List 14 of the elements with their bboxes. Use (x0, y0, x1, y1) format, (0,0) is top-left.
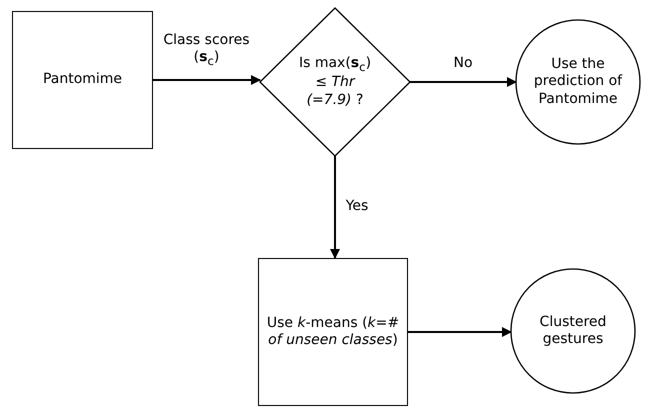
decision-diamond (260, 8, 410, 156)
arrow (408, 327, 512, 337)
node-text: Is max(s$_{c}$) ≤ Thr (=7.9) ? (298, 54, 372, 110)
node-text: Use k-means (k=# of unseen classes) (266, 314, 400, 350)
arrow (330, 156, 340, 259)
arrow (153, 75, 261, 85)
process-box (12, 11, 153, 149)
node-text: Pantomime (42, 71, 124, 89)
arrow (410, 77, 517, 87)
terminal-circle (516, 20, 640, 144)
terminal-circle (511, 269, 635, 393)
process-box (258, 258, 408, 406)
node-text: Use the prediction of Pantomime (532, 56, 624, 108)
node-text: Clustered gestures (538, 314, 608, 348)
